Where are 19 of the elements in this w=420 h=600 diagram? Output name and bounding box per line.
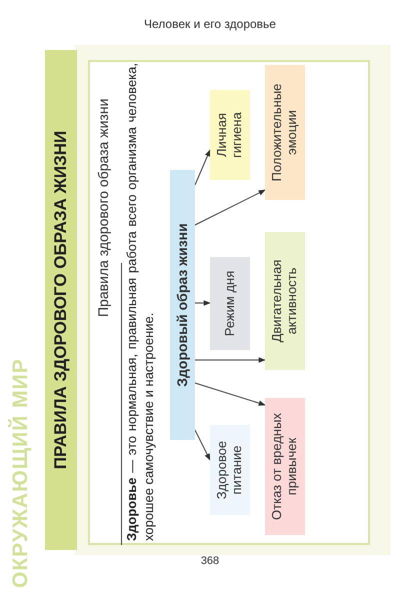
subject-label: ОКРУЖАЮЩИЙ МИР	[7, 357, 33, 588]
topic-box: Режим дня	[210, 257, 250, 350]
page-number: 368	[200, 555, 220, 569]
topic-box: Положительные эмоции	[265, 65, 305, 200]
arrow	[194, 430, 210, 461]
topic-box: Здоровое питание	[210, 425, 250, 515]
definition-text: Здоровье — это нормальная, правильная работа всего организма человека, хорошее самочувствие и настроение.	[123, 63, 157, 541]
arrow	[194, 300, 211, 306]
topic-box: Отказ от вредных привычек	[265, 398, 305, 535]
central-box: Здоровый образ жизни	[170, 170, 195, 440]
arrow	[194, 149, 210, 186]
arrow	[194, 382, 266, 406]
topic-box: Двигательная активность	[265, 232, 305, 370]
arrow	[194, 190, 266, 226]
page-header: Человек и его здоровье	[143, 17, 277, 33]
subtitle: Правила здорового образа жизни	[95, 98, 112, 317]
arrow	[194, 357, 266, 363]
title-band: ПРАВИЛА ЗДОРОВОГО ОБРАЗА ЖИЗНИ	[45, 50, 77, 550]
topic-box: Личная гигиена	[210, 90, 250, 180]
